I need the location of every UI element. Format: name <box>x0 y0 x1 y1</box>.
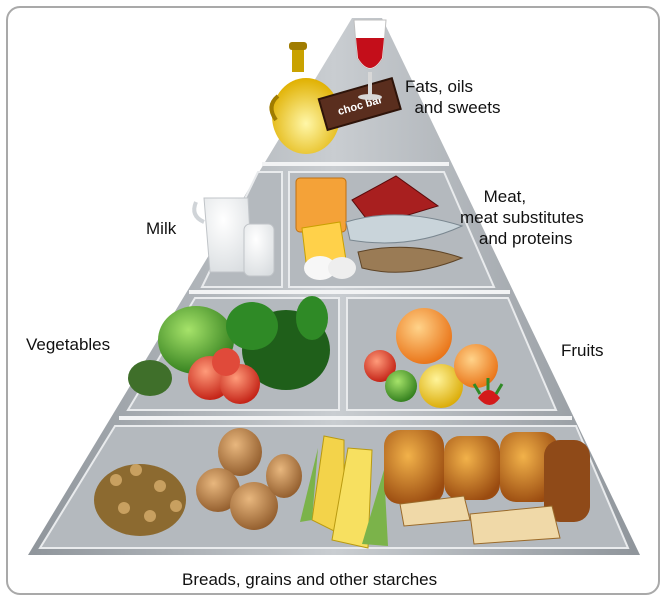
label-meat-proteins: Meat, meat substitutes and proteins <box>460 186 584 249</box>
label-fruits: Fruits <box>561 340 604 361</box>
label-vegetables: Vegetables <box>26 334 110 355</box>
label-breads-grains-starches: Breads, grains and other starches <box>182 569 437 590</box>
label-milk: Milk <box>146 218 176 239</box>
cereal-pile <box>94 464 186 536</box>
label-fats-oils-sweets: Fats, oils and sweets <box>405 76 500 118</box>
